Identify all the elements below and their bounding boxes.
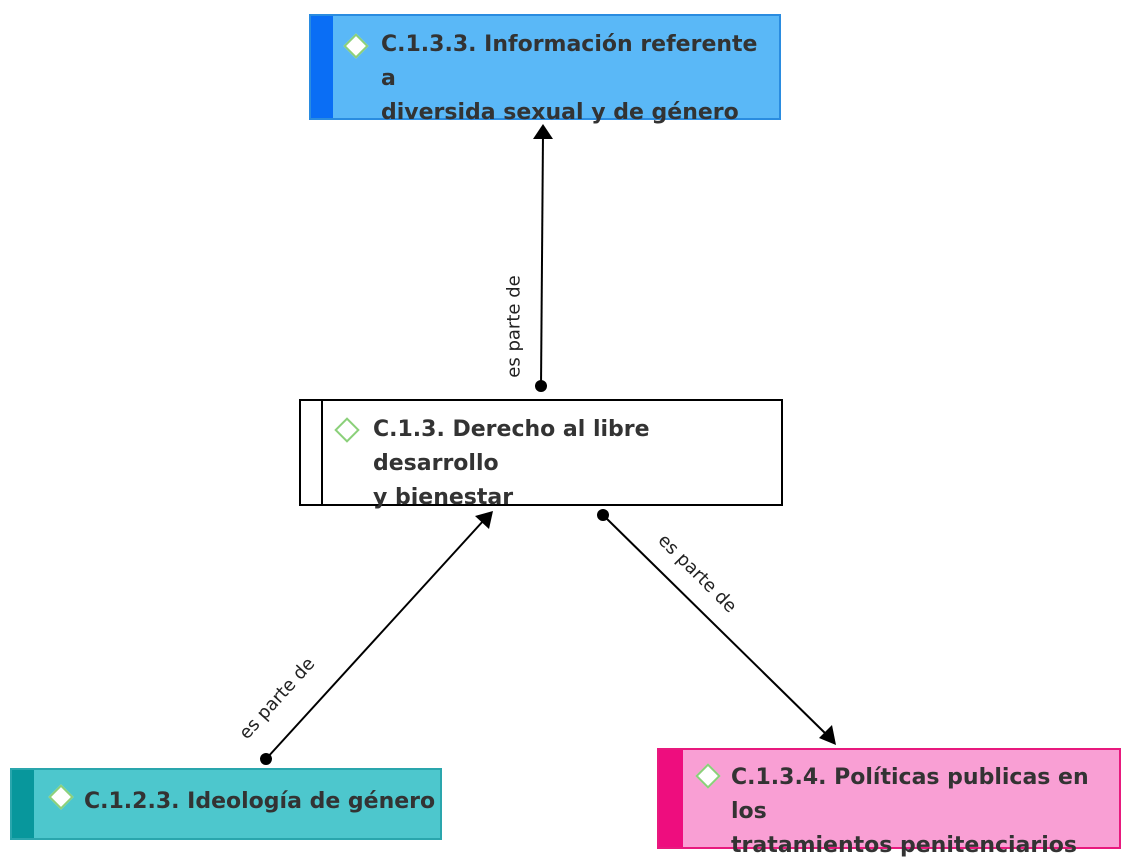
node-information-diversity[interactable]: C.1.3.3. Información referente a diversi… xyxy=(309,14,781,125)
edge-start-dot xyxy=(535,380,547,392)
edge-label-center-to-top: es parte de xyxy=(503,275,525,378)
arrowhead xyxy=(533,124,553,139)
diamond-icon xyxy=(343,33,369,59)
edge-left-to-center[interactable] xyxy=(260,511,493,765)
node-color-bar xyxy=(659,750,683,847)
node-free-development[interactable]: C.1.3. Derecho al libre desarrollo y bie… xyxy=(299,399,783,510)
node-label-line: C.1.3.3. Información referente a xyxy=(381,32,758,91)
diamond-icon xyxy=(48,784,74,810)
node-penitentiary-policies[interactable]: C.1.3.4. Políticas publicas en los trata… xyxy=(657,748,1121,858)
edge-center-to-top[interactable] xyxy=(533,124,553,392)
node-color-bar xyxy=(12,770,34,838)
node-label: C.1.3. Derecho al libre desarrollo y bie… xyxy=(373,413,781,515)
node-label-line: C.1.3.4. Políticas publicas en los xyxy=(731,765,1089,824)
arrowhead xyxy=(819,725,836,745)
node-gender-ideology[interactable]: C.1.2.3. Ideología de género xyxy=(10,768,442,840)
node-label-line: C.1.2.3. Ideología de género xyxy=(84,789,436,814)
edge-start-dot xyxy=(260,753,272,765)
node-color-bar xyxy=(301,401,323,504)
node-label: C.1.3.3. Información referente a diversi… xyxy=(381,28,779,130)
edge-center-to-right[interactable] xyxy=(597,509,836,745)
diamond-icon xyxy=(334,417,360,443)
node-label-line: C.1.3. Derecho al libre desarrollo xyxy=(373,417,650,476)
node-label-line: diversida sexual y de género xyxy=(381,100,739,125)
edge-start-dot xyxy=(597,509,609,521)
node-label: C.1.3.4. Políticas publicas en los trata… xyxy=(731,761,1119,863)
node-label: C.1.2.3. Ideología de género xyxy=(84,785,435,819)
node-color-bar xyxy=(311,16,333,118)
node-label-line: y bienestar xyxy=(373,485,514,510)
node-label-line: tratamientos penitenciarios xyxy=(731,833,1078,858)
arrowhead xyxy=(475,511,493,529)
diamond-icon xyxy=(695,763,721,789)
